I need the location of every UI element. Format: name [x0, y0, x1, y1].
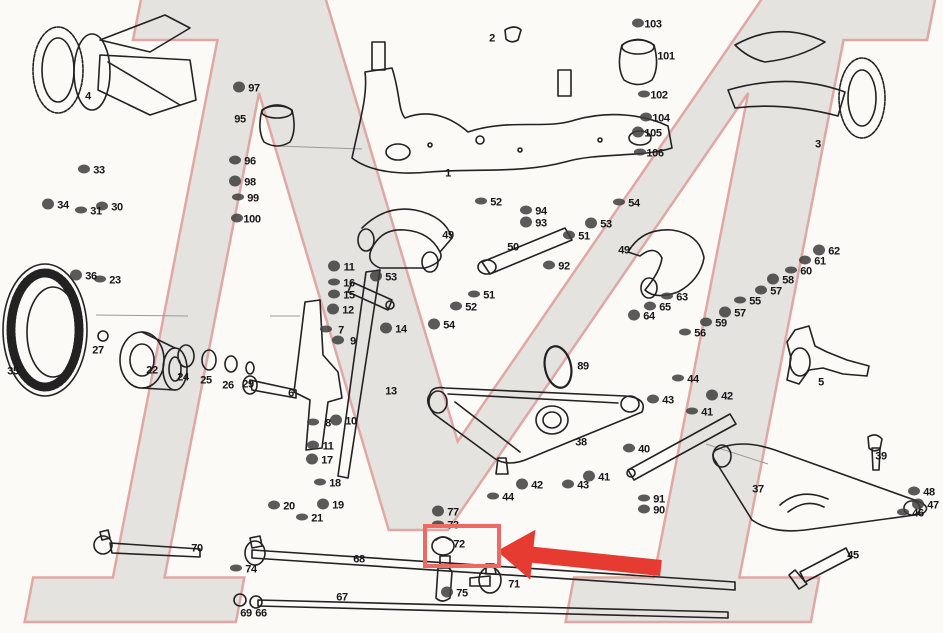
right-suspension-assembly-drawing	[727, 30, 886, 139]
left-suspension-assembly-drawing	[32, 14, 197, 116]
lower-control-arm-right-drawing	[712, 443, 928, 532]
steering-knuckle-drawing	[242, 299, 343, 451]
highlighted-part-grommet-drawing	[431, 536, 455, 556]
watermark-letter-m: M	[24, 0, 938, 633]
upper-control-arm-left-drawing	[357, 208, 453, 273]
strut-rod-drawing	[626, 413, 737, 481]
spring-cup-drawings	[259, 38, 658, 147]
bolt-drawings	[504, 26, 883, 590]
upper-control-arm-right-drawing	[627, 229, 705, 299]
front-crossmember-drawing	[351, 41, 673, 174]
steering-link-drawing	[477, 227, 573, 275]
highlight-box	[423, 524, 501, 568]
buffer-oval-drawing	[543, 345, 573, 389]
tie-rod-drawing	[233, 593, 729, 619]
brake-drum-wheel-drawing	[2, 263, 88, 397]
lower-control-arm-left-drawing	[426, 386, 644, 475]
wheel-hub-drawing	[97, 330, 255, 391]
small-part-markers	[42, 18, 924, 598]
highlight-arrow	[497, 529, 662, 580]
small-knuckle-drawing	[786, 325, 870, 385]
